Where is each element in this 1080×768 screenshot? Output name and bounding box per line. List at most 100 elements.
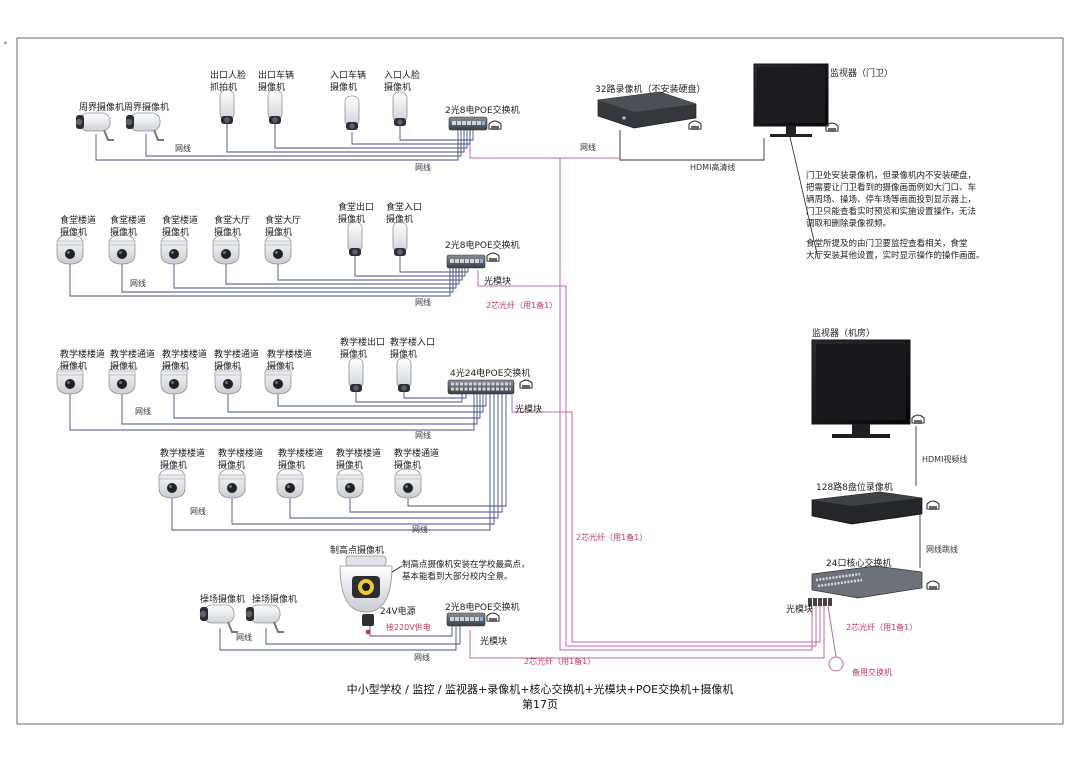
camera-teaching-corridor-4 xyxy=(158,468,186,499)
camera-canteen-hall-1 xyxy=(212,234,240,265)
core-fiber-ports xyxy=(808,598,832,606)
fiber-label: 2芯光纤（用1备1） xyxy=(524,656,595,666)
optical-module-icon xyxy=(926,580,940,591)
gate-note: 门卫处安装录像机，但录像机内不安装硬盘， 把需要让门卫看到的摄像画面例如大门口、… xyxy=(806,170,985,261)
cable-label: 网线 xyxy=(414,652,430,662)
camera-label: 摄像机 xyxy=(110,360,137,372)
fiber-line-row2 xyxy=(477,270,817,647)
optical-module-icon xyxy=(825,122,839,133)
optical-module-icon xyxy=(488,120,502,131)
power-note: 接220V供电 xyxy=(386,622,431,632)
page-frame xyxy=(16,37,1064,725)
camera-label: 教学楼通道 xyxy=(110,348,155,360)
ptz-camera xyxy=(339,555,393,613)
camera-label: 教学楼楼道 xyxy=(278,447,323,459)
camera-canteen-entry xyxy=(392,221,408,257)
camera-teaching-corridor-7 xyxy=(336,468,364,499)
monitor-gate xyxy=(753,63,829,137)
camera-label: 摄像机 xyxy=(162,360,189,372)
cable-label: 网线 xyxy=(175,143,191,153)
camera-label: 教学楼通道 xyxy=(394,447,439,459)
fiber-label: 2芯光纤（用1备1） xyxy=(846,622,917,632)
cable-label: 网线 xyxy=(415,162,431,172)
camera-label: 摄像机 xyxy=(278,459,305,471)
camera-label: 摄像机 xyxy=(218,459,245,471)
cable-label: 网线 xyxy=(130,278,146,288)
camera-label: 教学楼通道 xyxy=(214,348,259,360)
camera-label: 周界摄像机 xyxy=(79,101,124,113)
nvr-label: 128路8盘位录像机 xyxy=(816,481,893,493)
camera-label: 摄像机 xyxy=(384,81,411,93)
cable-label: 网线 xyxy=(236,632,252,642)
camera-label: 摄像机 xyxy=(60,226,87,238)
module-label: 光模块 xyxy=(515,403,542,415)
svg-text:辆周场、操场、停车场等画面投到显示器上，: 辆周场、操场、停车场等画面投到显示器上， xyxy=(806,194,976,205)
optical-module-icon xyxy=(911,414,925,425)
optical-module-icon xyxy=(486,252,500,263)
camera-label: 教学楼楼道 xyxy=(60,348,105,360)
module-label: 光模块 xyxy=(484,275,511,287)
camera-label: 教学楼楼道 xyxy=(218,447,263,459)
svg-text:门卫处安装录像机，但录像机内不安装硬盘，: 门卫处安装录像机，但录像机内不安装硬盘， xyxy=(806,170,976,181)
camera-label: 摄像机 xyxy=(267,360,294,372)
cable-label: 网线跳线 xyxy=(926,544,958,554)
hdmi-label: HDMI视频线 xyxy=(922,454,967,464)
camera-canteen-corridor-1 xyxy=(56,234,84,265)
cable-label: 网线 xyxy=(415,297,431,307)
camera-label: 食堂出口 xyxy=(338,201,374,213)
camera-label: 摄像机 xyxy=(386,213,413,225)
camera-exit-face xyxy=(219,89,235,125)
power-label: 24V电源 xyxy=(380,605,416,617)
camera-teaching-passage-3 xyxy=(394,468,422,499)
monitor-label: 监视器（门卫） xyxy=(830,67,893,79)
optical-module-icon xyxy=(688,120,702,131)
switch-row5 xyxy=(446,612,486,627)
camera-label: 教学楼出口 xyxy=(340,336,385,348)
camera-label: 教学楼楼道 xyxy=(160,447,205,459)
switch-label: 2光8电POE交换机 xyxy=(445,104,520,116)
module-label: 光模块 xyxy=(786,603,813,615)
ptz-note: 制高点摄像机安装在学校最高点， xyxy=(402,559,530,570)
camera-label: 教学楼楼道 xyxy=(162,348,207,360)
camera-label: 摄像机 xyxy=(214,226,241,238)
gate-group: 32路录像机（不安装硬盘） 监视器（门卫） HDMI高清线 门卫处安装录像机，但… xyxy=(595,63,985,261)
svg-text:调取和删除录像视频。: 调取和删除录像视频。 xyxy=(806,218,891,229)
backup-switch-label: 备用交换机 xyxy=(852,667,892,677)
camera-label: 教学楼入口 xyxy=(390,336,435,348)
camera-label: 入口车辆 xyxy=(330,69,366,81)
cable-label: 网线 xyxy=(190,506,206,516)
switch-label: 2光8电POE交换机 xyxy=(445,239,520,251)
camera-perimeter-1 xyxy=(74,112,115,141)
hdmi-label: HDMI高清线 xyxy=(690,162,735,172)
row4-group: 教学楼楼道 摄像机 教学楼楼道 摄像机 教学楼楼道 摄像机 教学楼楼道 摄像机 … xyxy=(158,394,507,534)
svg-text:把需要让门卫看到的摄像画面例如大门口、车: 把需要让门卫看到的摄像画面例如大门口、车 xyxy=(806,182,976,193)
row4-cable-bundle xyxy=(171,394,507,531)
core-switch-24port xyxy=(811,565,923,599)
backup-switch-port xyxy=(828,656,844,672)
camera-label: 摄像机 xyxy=(340,348,367,360)
optical-module-icon xyxy=(926,500,940,511)
camera-label: 食堂楼道 xyxy=(162,214,198,226)
camera-label: 食堂大厅 xyxy=(265,214,301,226)
core-switch-label: 24口核心交换机 xyxy=(826,557,891,569)
cable-label: 网线 xyxy=(135,406,151,416)
hdmi-cable-gate xyxy=(619,130,765,161)
row5-group: 制高点摄像机 制高点摄像机安装在学校最高点， 基本能看到大部分校内全景。 24V… xyxy=(198,544,595,666)
row3-cable-bundle xyxy=(69,392,487,431)
camera-playground-2 xyxy=(244,604,285,633)
switch-label: 2光8电POE交换机 xyxy=(445,601,520,613)
fiber-label: 2芯光纤（用1备1） xyxy=(576,532,647,542)
camera-label: 周界摄像机 xyxy=(124,101,169,113)
row2-group: 食堂楼道 摄像机 食堂楼道 摄像机 食堂楼道 摄像机 食堂大厅 摄像机 食堂大厅… xyxy=(56,201,557,310)
monitor-label: 监视器（机房） xyxy=(812,327,875,339)
camera-label: 摄像机 xyxy=(160,459,187,471)
optical-module-icon xyxy=(519,379,533,390)
camera-label: 抓拍机 xyxy=(210,81,237,93)
fiber-line-row5 xyxy=(469,606,825,659)
nvr-32ch xyxy=(597,91,697,129)
row3-group: 教学楼楼道 摄像机 教学楼通道 摄像机 教学楼楼道 摄像机 教学楼通道 摄像机 … xyxy=(56,336,542,440)
camera-label: 摄像机 xyxy=(390,348,417,360)
camera-label: 摄像机 xyxy=(265,226,292,238)
camera-canteen-corridor-3 xyxy=(160,234,188,265)
monitor-room xyxy=(811,339,911,438)
